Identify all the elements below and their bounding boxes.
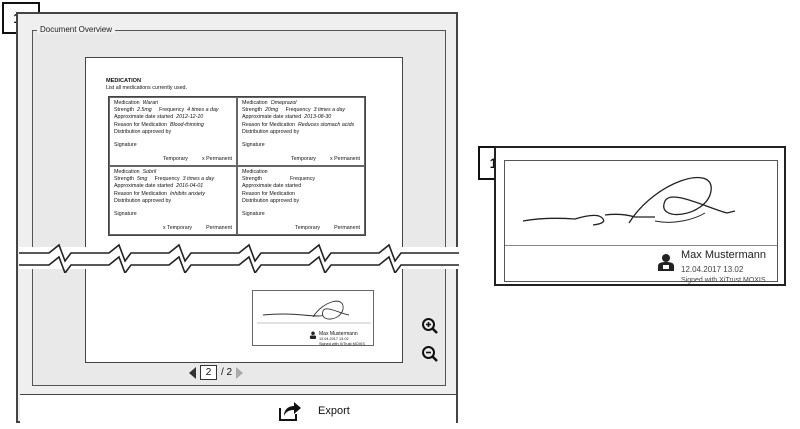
signature-scribble — [257, 300, 371, 324]
permanent-option: Permanent — [334, 224, 360, 231]
field-label: Strength — [114, 176, 135, 183]
field-value: 5mg — [136, 176, 148, 183]
user-badge-icon — [658, 254, 674, 271]
field-value: Omeprazol — [270, 100, 297, 106]
zoom-out-icon[interactable] — [421, 345, 439, 363]
page-total: / 2 — [221, 367, 233, 378]
permanent-option: Permanent — [206, 224, 232, 231]
field-value: Blood-thinning — [169, 121, 204, 128]
medication-subtitle: List all medications currently used. — [106, 85, 187, 92]
export-bar: Export — [20, 394, 456, 424]
medication-card: Medication Warari Strength 2.5mg Frequen… — [109, 97, 237, 166]
field-label: Signature — [242, 211, 265, 218]
page-number-input[interactable]: 2 — [200, 365, 217, 380]
field-value: 2012-12-10 — [176, 114, 204, 121]
field-label: Frequency — [154, 176, 180, 183]
permanent-option: x Permanent — [201, 155, 232, 162]
signature-preview[interactable]: Max Mustermann 12.04.2017 13.02 Signed w… — [252, 290, 374, 346]
page-navigator: 2 / 2 — [189, 365, 244, 380]
temporary-option: Temporary — [290, 155, 316, 162]
field-label: Medication — [242, 100, 268, 106]
field-label: Approximate date started — [114, 114, 174, 121]
field-value: Warari — [142, 100, 159, 106]
field-label: Distribution approved by — [114, 128, 172, 135]
field-label: Distribution approved by — [242, 197, 300, 204]
field-label: Reason for Medication — [242, 190, 295, 197]
document-page[interactable]: MEDICATION List all medications currentl… — [85, 57, 403, 363]
field-label: Approximate date started — [114, 183, 174, 190]
medication-card: Medication Strength Frequency Approximat… — [237, 166, 365, 235]
export-label: Export — [318, 405, 350, 417]
temporary-option: Temporary — [162, 155, 188, 162]
field-value: 3 times a day — [313, 107, 346, 114]
signer-name: Max Mustermann — [681, 249, 766, 261]
document-overview-fieldset: Document Overview MEDICATION List all me… — [19, 25, 459, 386]
temporary-option: Temporary — [295, 224, 321, 231]
export-button[interactable]: Export — [278, 400, 350, 422]
medication-card: Medication Omeprazol Strength 20mg Frequ… — [237, 97, 365, 166]
signer-name-mini: Max Mustermann — [319, 331, 358, 337]
zoom-in-icon[interactable] — [421, 317, 439, 335]
field-label: Frequency — [290, 176, 316, 183]
field-label: Strength — [242, 176, 263, 183]
medication-section: MEDICATION List all medications currentl… — [106, 78, 366, 238]
field-label: Signature — [114, 211, 137, 218]
signature-scribble — [522, 176, 736, 226]
field-value: 4 times a day — [187, 107, 219, 114]
temporary-option: x Temporary — [163, 224, 193, 231]
field-label: Strength — [114, 107, 135, 114]
field-label: Medication — [242, 169, 268, 175]
field-value: 2.5mg — [136, 107, 152, 114]
signature-baseline — [505, 245, 777, 246]
field-value: 20mg — [264, 107, 279, 114]
share-export-icon — [279, 402, 301, 421]
page-break-indicator — [19, 243, 459, 273]
field-value: Inhibits anxiety — [169, 190, 205, 197]
signature-field: Max Mustermann 12.04.2017 13.02 Signed w… — [504, 160, 778, 284]
field-label: Approximate date started — [242, 183, 302, 190]
field-value: 2013-08-30 — [304, 114, 332, 121]
field-label: Reason for Medication — [114, 190, 167, 197]
field-label: Frequency — [159, 107, 185, 114]
previous-page-icon[interactable] — [189, 366, 196, 379]
document-overview-panel: Document Overview MEDICATION List all me… — [16, 12, 459, 424]
field-value: Sobril — [142, 169, 157, 175]
field-label: Reason for Medication — [114, 121, 167, 128]
field-label: Signature — [242, 142, 265, 149]
document-overview-legend: Document Overview — [37, 25, 116, 34]
field-label: Frequency — [285, 107, 311, 114]
user-badge-icon — [309, 331, 317, 339]
field-value: 3 times a day — [182, 176, 215, 183]
field-value: 2016-04-01 — [176, 183, 204, 190]
field-label: Approximate date started — [242, 114, 302, 121]
field-label: Signature — [114, 142, 137, 149]
field-label: Medication — [114, 100, 140, 106]
field-label: Distribution approved by — [242, 128, 300, 135]
signing-date: 12.04.2017 13.02 — [681, 265, 744, 274]
medication-grid: Medication Warari Strength 2.5mg Frequen… — [108, 96, 366, 236]
next-page-icon[interactable] — [236, 366, 244, 379]
signed-with-text: Signed with XiTrust MOXIS — [681, 277, 766, 284]
field-label: Strength — [242, 107, 263, 114]
permanent-option: x Permanent — [329, 155, 360, 162]
medication-card: Medication Sobril Strength 5mg Frequency… — [109, 166, 237, 235]
field-label: Distribution approved by — [114, 197, 172, 204]
signature-detail-panel: Max Mustermann 12.04.2017 13.02 Signed w… — [494, 146, 786, 286]
medication-title: MEDICATION — [106, 78, 142, 84]
field-label: Reason for Medication — [242, 121, 295, 128]
field-label: Medication — [114, 169, 140, 175]
signing-date-mini: 12.04.2017 13.02 — [319, 337, 349, 341]
field-value: Reduces stomach acids — [297, 121, 355, 128]
signed-with-mini: Signed with XiTrust MOXIS — [319, 342, 365, 346]
